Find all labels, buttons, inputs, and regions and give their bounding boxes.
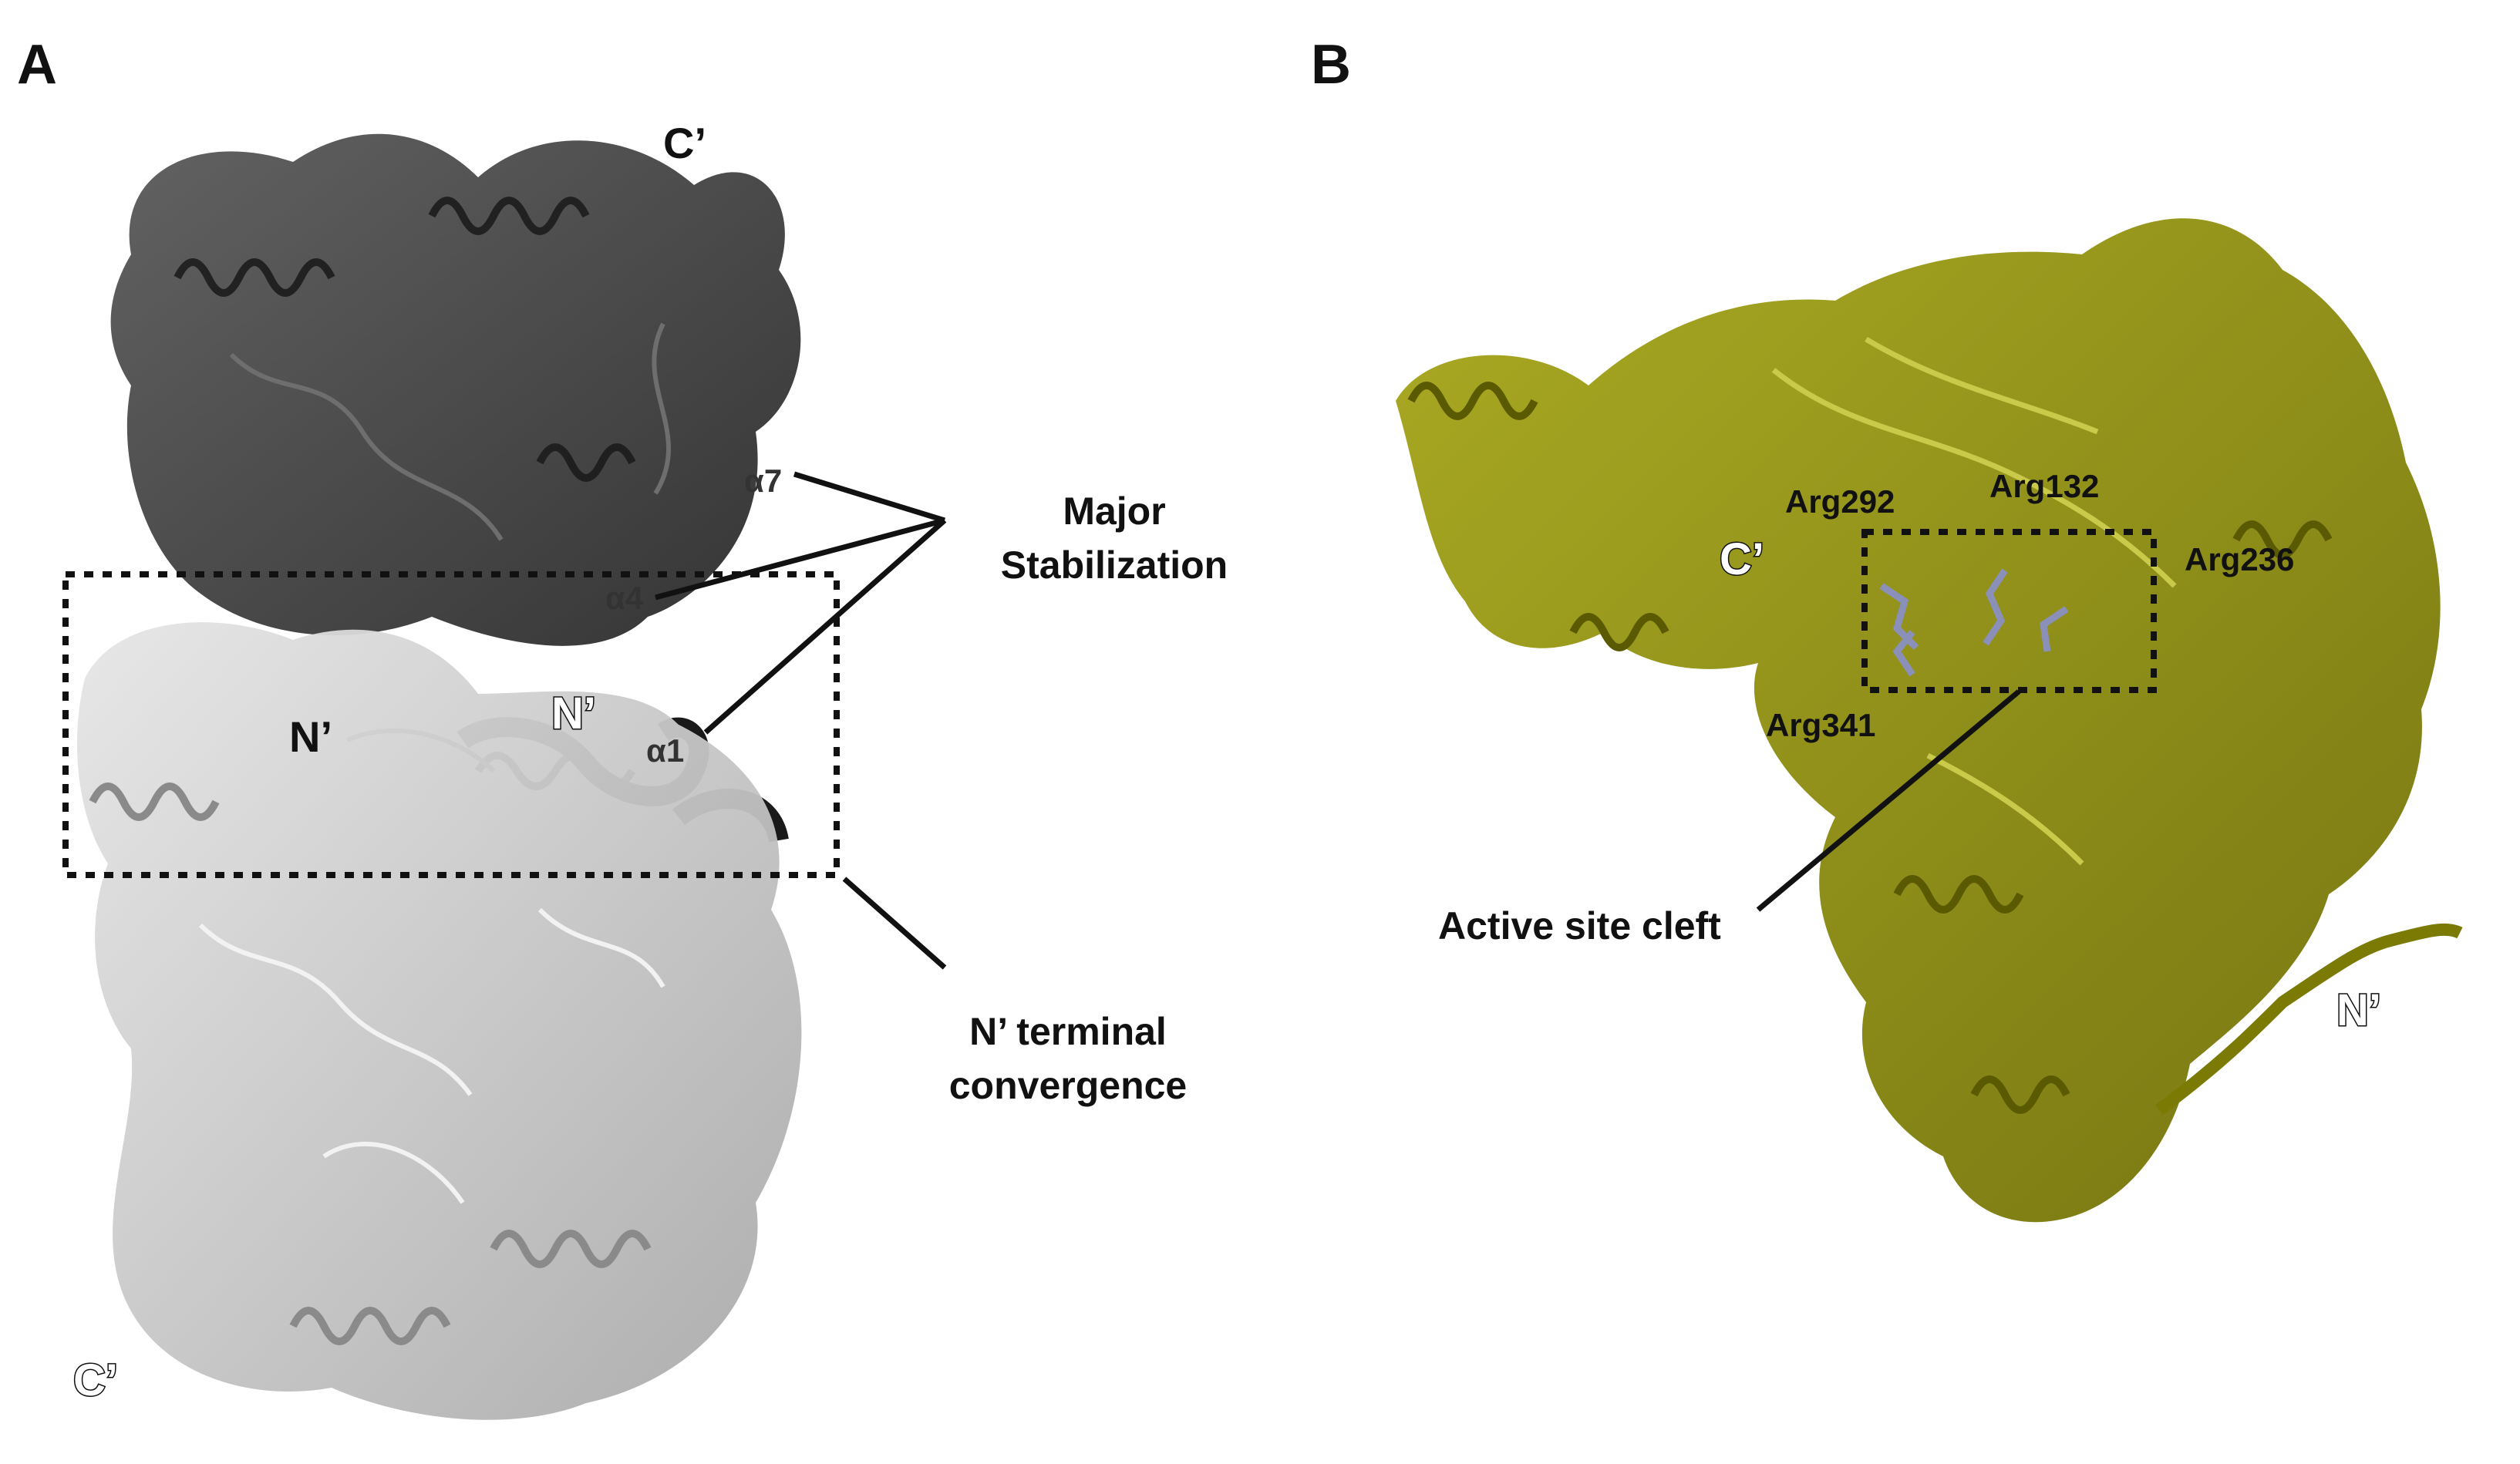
n-term-dark-label: N’ — [551, 688, 596, 739]
arg292-label: Arg292 — [1785, 483, 1895, 520]
callout-major-line1: Major — [1063, 490, 1165, 533]
arg341-label: Arg341 — [1766, 707, 1875, 743]
leader-a1 — [703, 518, 947, 735]
leader-a7 — [793, 471, 946, 523]
helix-a4-label: α4 — [605, 580, 644, 616]
panel-b-letter: B — [1311, 34, 1351, 96]
callout-nterm-line1: N’ terminal — [969, 1010, 1167, 1053]
panel-a: A — [17, 34, 1228, 1420]
callout-active-site: Active site cleft — [1438, 904, 1721, 947]
leader-active-site — [1756, 689, 2021, 912]
n-term-light-label: N’ — [289, 712, 332, 761]
olive-protein-structure — [1396, 218, 2463, 1223]
callout-major-line2: Stabilization — [1001, 544, 1228, 587]
active-site-dashed-box — [1861, 529, 2157, 693]
leader-a4 — [655, 517, 945, 601]
arg236-label: Arg236 — [2185, 541, 2294, 577]
n-term-label-b: N’ — [2336, 985, 2381, 1035]
c-term-top-label: C’ — [663, 119, 706, 167]
panel-a-letter: A — [17, 34, 57, 96]
helix-a7-label: α7 — [744, 463, 782, 499]
arg-sticks — [1879, 568, 2069, 677]
c-term-bottom-label: C’ — [73, 1355, 118, 1405]
arg132-label: Arg132 — [1989, 468, 2099, 504]
light-subunit-structure — [77, 622, 802, 1420]
leader-nterm — [842, 877, 947, 970]
callout-nterm-line2: convergence — [949, 1064, 1187, 1107]
panel-b: B — [1311, 34, 2463, 1223]
c-term-label-b: C’ — [1720, 534, 1764, 584]
helix-a1-label: α1 — [646, 732, 684, 769]
